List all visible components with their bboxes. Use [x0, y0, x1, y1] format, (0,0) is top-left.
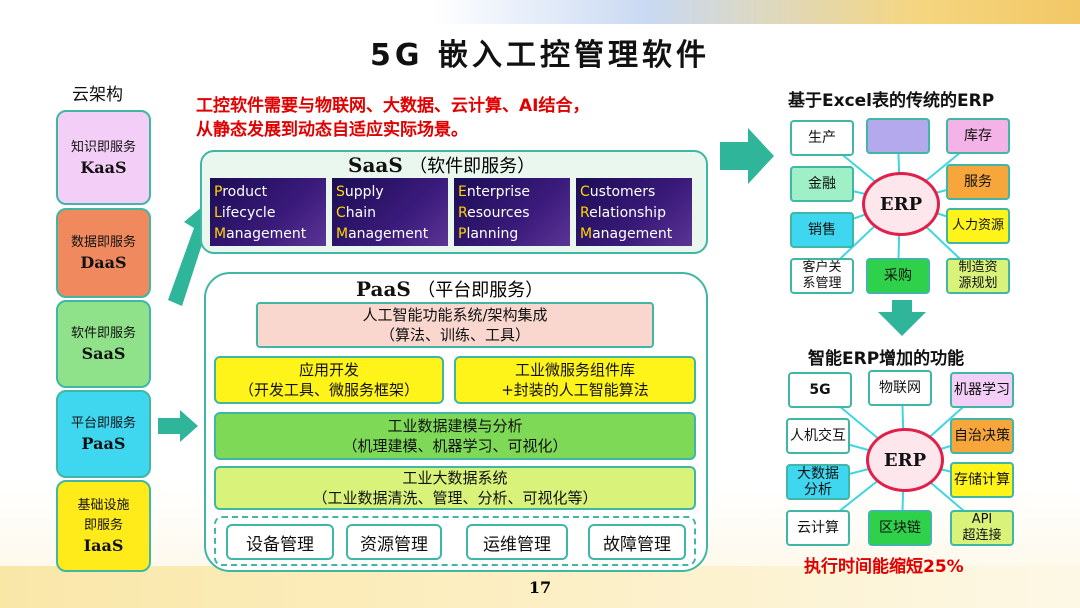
- stack-daas-cn: 数据即服务: [70, 235, 136, 250]
- paas-modeling-box: 工业数据建模与分析 （机理建模、机器学习、可视化）: [214, 412, 696, 460]
- saas-card-line: Management: [580, 226, 673, 242]
- saas-card-line: Management: [214, 226, 307, 242]
- paas-title-cn: （平台即服务）: [417, 280, 544, 301]
- erp-traditional-title: 基于Excel表的传统的ERP: [788, 91, 995, 111]
- erp-node-crm: 客户关 系管理: [790, 258, 854, 294]
- arrow-down-erp: [878, 300, 926, 336]
- arrow-to-paas: [158, 410, 198, 442]
- saas-card-line: Supply: [336, 184, 384, 200]
- erp-smart-node-cloud: 云计算: [786, 510, 850, 546]
- saas-card-line: Product: [214, 184, 268, 200]
- saas-card-line: Management: [336, 226, 429, 242]
- paas-ai-line2: （算法、训练、工具）: [379, 326, 530, 344]
- intro-line-1: 工控软件需要与物联网、大数据、云计算、AI结合，: [196, 96, 590, 116]
- stack-kaas: 知识即服务 KaaS: [56, 110, 151, 205]
- erp-smart-center: ERP: [866, 428, 944, 492]
- paas-microservice-box: 工业微服务组件库 +封装的人工智能算法: [454, 356, 696, 404]
- erp-smart-title: 智能ERP增加的功能: [808, 349, 965, 369]
- stack-saas-en: SaaS: [81, 344, 126, 363]
- mgmt-device: 设备管理: [226, 524, 334, 560]
- paas-app-dev-line2: （开发工具、微服务框架）: [238, 381, 419, 399]
- erp-node-sales: 销售: [790, 212, 854, 248]
- stack-daas-en: DaaS: [80, 253, 127, 272]
- erp-node-hr: 人力资源: [946, 208, 1010, 244]
- saas-card-line: Customers: [580, 184, 656, 200]
- top-decor-bar: [0, 0, 1080, 24]
- paas-app-dev-box: 应用开发 （开发工具、微服务框架）: [214, 356, 444, 404]
- stack-daas: 数据即服务 DaaS: [56, 208, 151, 298]
- mgmt-dashed-frame: [214, 516, 696, 566]
- erp-smart-node-5g: 5G: [788, 372, 852, 408]
- saas-card-line: Chain: [336, 205, 376, 221]
- saas-card-scm: Supply Chain Management: [332, 178, 448, 246]
- paas-bigdata-line2: （工业数据清洗、管理、分析、可视化等）: [312, 489, 598, 507]
- erp-node-service: 服务: [946, 164, 1010, 200]
- paas-app-dev-line1: 应用开发: [298, 361, 359, 379]
- stack-paas-en: PaaS: [81, 434, 126, 453]
- stack-saas-cn: 软件即服务: [70, 326, 136, 341]
- paas-ai-line1: 人工智能功能系统/架构集成: [362, 306, 548, 324]
- stack-saas: 软件即服务 SaaS: [56, 300, 151, 388]
- saas-card-line: Enterprise: [458, 184, 531, 200]
- paas-bigdata-line1: 工业大数据系统: [402, 469, 508, 487]
- erp-node-procurement: 采购: [866, 258, 930, 294]
- erp-smart-node-autonomy: 自治决策: [950, 418, 1014, 454]
- erp-smart-node-hci: 人机交互: [786, 418, 850, 454]
- saas-card-line: Lifecycle: [214, 205, 276, 221]
- paas-title-en: PaaS: [356, 277, 411, 301]
- saas-card-line: Relationship: [580, 205, 666, 221]
- cloud-architecture-label: 云架构: [72, 85, 123, 105]
- paas-microservice-line2: +封装的人工智能算法: [501, 381, 649, 399]
- mgmt-operations: 运维管理: [466, 524, 568, 560]
- page-number: 17: [528, 578, 552, 597]
- saas-card-line: Resources: [458, 205, 530, 221]
- saas-title: SaaS （软件即服务）: [348, 152, 535, 178]
- stack-iaas-cn: 基础设施 即服务: [77, 498, 130, 533]
- paas-modeling-line1: 工业数据建模与分析: [387, 417, 523, 435]
- mgmt-resource: 资源管理: [346, 524, 442, 560]
- paas-ai-box: 人工智能功能系统/架构集成 （算法、训练、工具）: [256, 302, 654, 348]
- bottom-decor-bar: [0, 566, 1080, 608]
- erp-node-production: 生产: [790, 120, 854, 156]
- erp-node-blank: [866, 118, 930, 154]
- saas-card-erp: Enterprise Resources Planning: [454, 178, 570, 246]
- paas-bigdata-box: 工业大数据系统 （工业数据清洗、管理、分析、可视化等）: [214, 466, 696, 510]
- intro-line-2: 从静态发展到动态自适应实际场景。: [196, 120, 468, 140]
- saas-card-crm: Customers Relationship Management: [576, 178, 692, 246]
- saas-card-line: Planning: [458, 226, 519, 242]
- mgmt-fault: 故障管理: [588, 524, 686, 560]
- result-text: 执行时间能缩短25%: [804, 557, 964, 577]
- erp-smart-node-iot: 物联网: [868, 370, 932, 406]
- saas-title-cn: （软件即服务）: [409, 156, 536, 177]
- stack-iaas: 基础设施 即服务 IaaS: [56, 480, 151, 572]
- erp-traditional-center: ERP: [862, 172, 940, 236]
- erp-smart-node-blockchain: 区块链: [868, 510, 932, 546]
- erp-node-inventory: 库存: [946, 118, 1010, 154]
- erp-node-finance: 金融: [790, 166, 854, 202]
- erp-smart-node-bigdata: 大数据 分析: [786, 464, 850, 500]
- arrow-to-erp: [720, 128, 774, 184]
- paas-microservice-line1: 工业微服务组件库: [514, 361, 635, 379]
- stack-paas-cn: 平台即服务: [70, 416, 136, 431]
- page-title: 5G 嵌入工控管理软件: [370, 38, 710, 73]
- saas-title-en: SaaS: [348, 153, 403, 177]
- erp-smart-node-api: API 超连接: [950, 510, 1014, 546]
- erp-smart-node-ml: 机器学习: [950, 372, 1014, 408]
- stack-kaas-en: KaaS: [80, 157, 127, 177]
- erp-smart-node-storage: 存储计算: [950, 462, 1014, 498]
- stack-paas: 平台即服务 PaaS: [56, 390, 151, 478]
- paas-modeling-line2: （机理建模、机器学习、可视化）: [342, 437, 568, 455]
- erp-node-mrp: 制造资 源规划: [946, 258, 1010, 294]
- saas-card-plm: Product Lifecycle Management: [210, 178, 326, 246]
- stack-kaas-cn: 知识即服务: [70, 139, 136, 155]
- paas-title: PaaS （平台即服务）: [356, 276, 543, 302]
- stack-iaas-en: IaaS: [83, 536, 124, 555]
